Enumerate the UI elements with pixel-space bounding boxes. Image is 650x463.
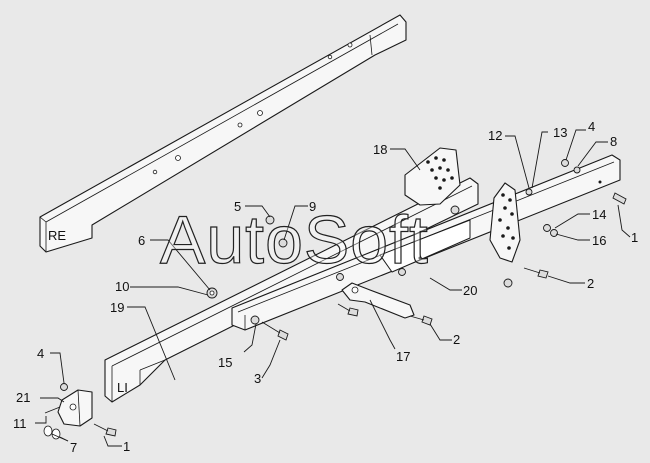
callout-1-right: 1 [631, 230, 638, 245]
callout-15: 15 [218, 355, 232, 370]
callout-4-top: 4 [588, 119, 595, 134]
callout-16: 16 [592, 233, 606, 248]
callout-2-right: 2 [587, 276, 594, 291]
callout-7: 7 [70, 440, 77, 455]
callout-6: 6 [138, 233, 145, 248]
callout-21: 21 [16, 390, 30, 405]
callout-3: 3 [254, 371, 261, 386]
callout-8: 8 [610, 134, 617, 149]
leader-lines [35, 129, 631, 447]
main-crossbeam [231, 154, 621, 331]
left-rail-label: LI [117, 380, 128, 395]
callout-20: 20 [463, 283, 477, 298]
callout-12: 12 [488, 128, 502, 143]
watermark: AutoSoft [160, 202, 429, 278]
callout-4-left: 4 [37, 346, 44, 361]
bracket-arm [341, 282, 415, 319]
callout-13: 13 [553, 125, 567, 140]
fasteners [43, 159, 627, 440]
callout-labels: 1 1 2 2 3 4 4 5 6 7 8 9 10 11 12 13 14 1… [13, 119, 638, 455]
callout-18: 18 [373, 142, 387, 157]
callout-11: 11 [13, 416, 27, 431]
callout-9: 9 [309, 199, 316, 214]
mounting-plate-right [489, 182, 521, 263]
callout-10: 10 [115, 279, 129, 294]
callout-14: 14 [592, 207, 606, 222]
right-rail: RE [39, 14, 407, 253]
coupling-head [57, 389, 93, 427]
callout-2-middle: 2 [453, 332, 460, 347]
callout-17: 17 [396, 349, 410, 364]
callout-5: 5 [234, 199, 241, 214]
mounting-plate-left [404, 147, 461, 206]
callout-1-bottom: 1 [123, 439, 130, 454]
callout-19: 19 [110, 300, 124, 315]
right-rail-label: RE [48, 228, 66, 243]
